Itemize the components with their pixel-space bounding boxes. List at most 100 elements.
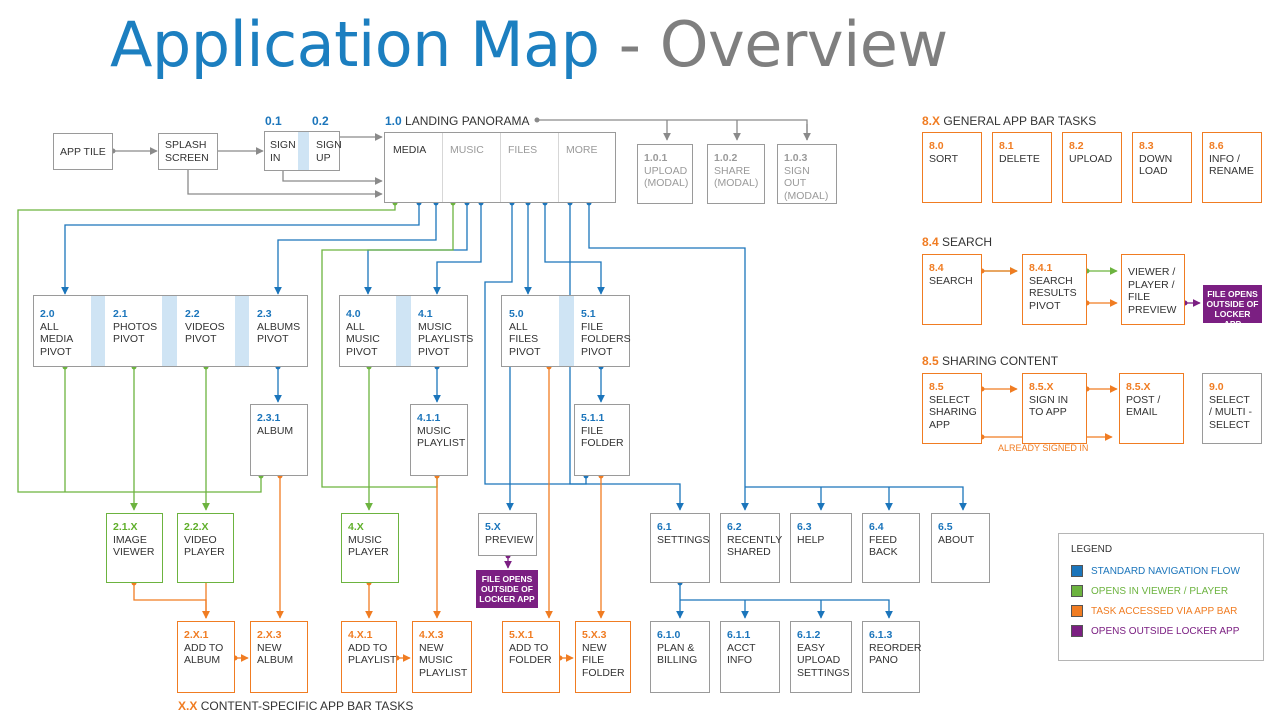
add-to-playlist-label: ADD TO PLAYLIST: [348, 641, 397, 667]
splash-screen-box: SPLASH SCREEN: [158, 133, 218, 170]
recently-shared-id: 6.2: [727, 521, 742, 533]
preview-label: PREVIEW: [485, 533, 534, 546]
new-album-label: NEW ALBUM: [257, 641, 294, 667]
upload-modal-label: UPLOAD (MODAL): [644, 164, 689, 190]
file-folder-id: 5.1.1: [581, 412, 605, 424]
tab-media[interactable]: MEDIA: [393, 144, 427, 156]
content-tasks-header: X.X CONTENT-SPECIFIC APP BAR TASKS: [178, 699, 413, 713]
search-header: 8.4 SEARCH: [922, 235, 992, 249]
info-rename-label: INFO / RENAME: [1209, 152, 1254, 178]
plan-billing-id: 6.1.0: [657, 629, 681, 641]
viewer-player-preview-box: VIEWER / PLAYER / FILE PREVIEW: [1121, 254, 1185, 325]
landing-label: LANDING PANORAMA: [405, 114, 530, 128]
multi-select-label: SELECT / MULTI - SELECT: [1209, 393, 1252, 431]
delete-id: 8.1: [999, 140, 1014, 152]
select-sharing-id: 8.5: [929, 381, 944, 393]
legend-swatch-green: [1071, 585, 1083, 597]
landing-panorama-box: MEDIA MUSIC FILES MORE: [384, 132, 616, 203]
sign-in-to-app-id: 8.5.X: [1029, 381, 1054, 393]
legend-item-navigation: STANDARD NAVIGATION FLOW: [1071, 565, 1251, 577]
reorder-pano-id: 6.1.3: [869, 629, 893, 641]
new-folder-id: 5.X.3: [582, 629, 607, 641]
easy-upload-id: 6.1.2: [797, 629, 821, 641]
feedback-label: FEED BACK: [869, 533, 898, 559]
legend-swatch-purple: [1071, 625, 1083, 637]
pivot-videos-label: VIDEOS PIVOT: [185, 320, 225, 346]
legend: LEGEND STANDARD NAVIGATION FLOW OPENS IN…: [1058, 533, 1264, 661]
general-label: GENERAL APP BAR TASKS: [943, 114, 1097, 128]
splash-label: SPLASH SCREEN: [165, 139, 209, 164]
tab-more[interactable]: MORE: [566, 144, 598, 156]
post-email-id: 8.5.X: [1126, 381, 1151, 393]
post-email-label: POST / EMAIL: [1126, 393, 1161, 419]
music-player-id: 4.X: [348, 521, 364, 533]
search-label: SEARCH: [929, 274, 973, 287]
page-title: Application Map - Overview: [110, 8, 948, 81]
search-file-opens-badge: FILE OPENS OUTSIDE OF LOCKER APP: [1203, 285, 1262, 329]
pivot-photos-id: 2.1: [113, 308, 128, 320]
sign-out-modal-id: 1.0.3: [784, 152, 808, 164]
easy-upload-label: EASY UPLOAD SETTINGS: [797, 641, 850, 679]
help-id: 6.3: [797, 521, 812, 533]
tab-music[interactable]: MUSIC: [450, 144, 484, 156]
help-label: HELP: [797, 533, 825, 546]
general-number: 8.X: [922, 114, 941, 128]
add-to-playlist-id: 4.X.1: [348, 629, 373, 641]
already-signed-in-label: ALREADY SIGNED IN: [998, 443, 1089, 453]
pivot-all-music-label: ALL MUSIC PIVOT: [346, 320, 380, 358]
legend-label-navigation: STANDARD NAVIGATION FLOW: [1091, 565, 1240, 577]
upload-modal-id: 1.0.1: [644, 152, 668, 164]
pivot-file-folders-id: 5.1: [581, 308, 596, 320]
pivot-albums-label: ALBUMS PIVOT: [257, 320, 301, 346]
new-folder-label: NEW FILE FOLDER: [582, 641, 625, 679]
image-viewer-id: 2.1.X: [113, 521, 138, 533]
search-id: 8.4: [929, 262, 944, 274]
info-rename-id: 8.6: [1209, 140, 1224, 152]
sort-label: SORT: [929, 152, 958, 165]
multi-select-id: 9.0: [1209, 381, 1224, 393]
legend-label-viewer: OPENS IN VIEWER / PLAYER: [1091, 585, 1229, 597]
music-player-label: MUSIC PLAYER: [348, 533, 389, 559]
download-label: DOWN LOAD: [1139, 152, 1173, 178]
pivot-all-media-label: ALL MEDIA PIVOT: [40, 320, 73, 358]
file-opens-outside-badge: FILE OPENS OUTSIDE OF LOCKER APP: [476, 570, 538, 608]
sharing-header-label: SHARING CONTENT: [942, 354, 1059, 368]
legend-label-outside: OPENS OUTSIDE LOCKER APP: [1091, 625, 1240, 637]
tab-files[interactable]: FILES: [508, 144, 538, 156]
pivot-all-files-id: 5.0: [509, 308, 524, 320]
acct-info-id: 6.1.1: [727, 629, 751, 641]
feedback-id: 6.4: [869, 521, 884, 533]
pivot-music-playlists-id: 4.1: [418, 308, 433, 320]
general-tasks-header: 8.X GENERAL APP BAR TASKS: [922, 114, 1096, 128]
search-header-label: SEARCH: [942, 235, 993, 249]
